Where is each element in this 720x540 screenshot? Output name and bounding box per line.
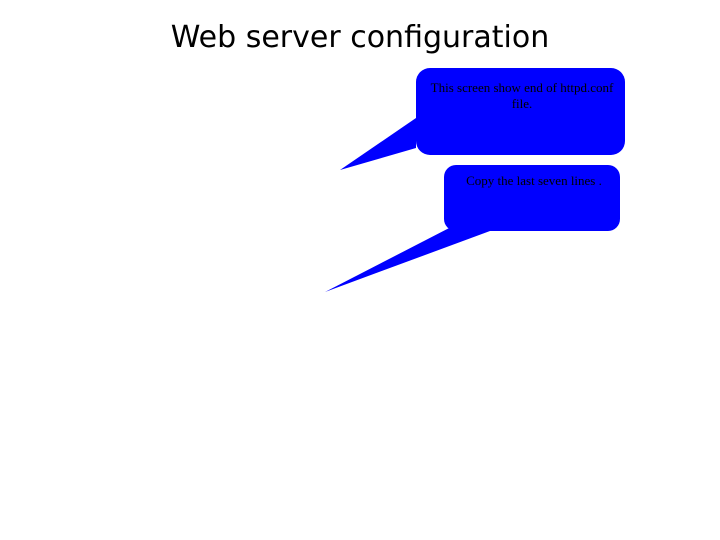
- callout-bubble-1[interactable]: This screen show end of httpd.conf file.: [340, 68, 630, 173]
- page-title: Web server configuration: [170, 20, 550, 55]
- callout-bubble-1-shape: [340, 68, 625, 170]
- callout-bubble-1-label: This screen show end of httpd.conf file.: [430, 80, 614, 111]
- callout-bubble-2[interactable]: Copy the last seven lines .: [325, 165, 625, 295]
- callout-bubble-2-shape: [325, 165, 620, 292]
- callout-bubble-2-label: Copy the last seven lines .: [466, 173, 602, 188]
